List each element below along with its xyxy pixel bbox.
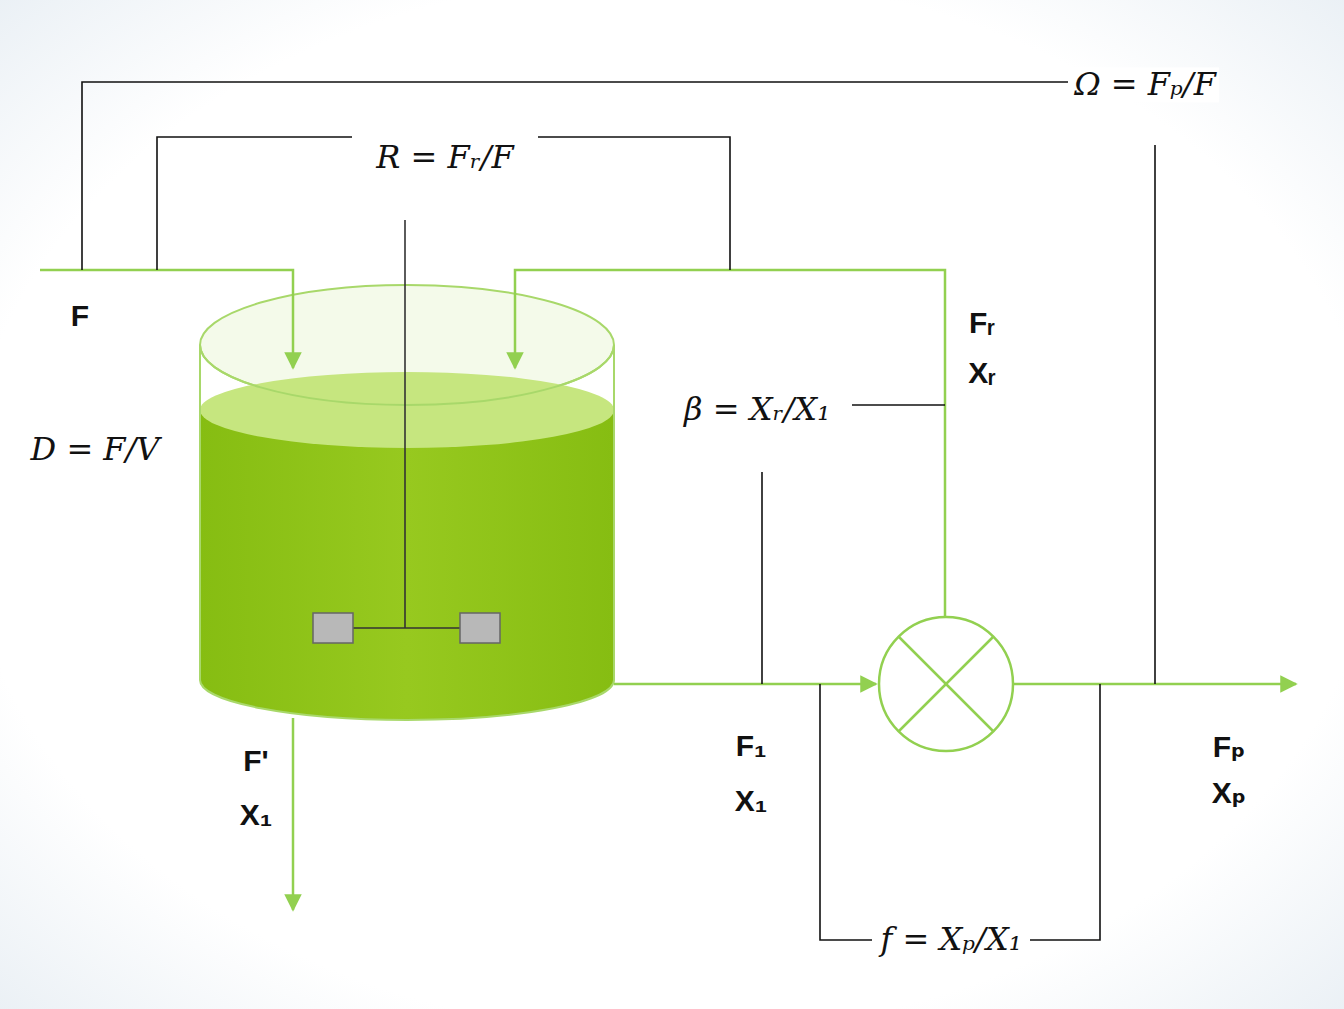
stream-label: Xᵣ [965, 356, 999, 389]
ratio-label: β = Xᵣ/X₁ [681, 392, 833, 427]
stream-label: Xₚ [1209, 776, 1249, 809]
stream-label: F' [240, 744, 271, 777]
ratio-label: Ω = Fₚ/F [1071, 67, 1219, 102]
stream-label: X₁ [237, 798, 275, 831]
ratio-label: D = F/V [28, 432, 163, 467]
stream-label: F [68, 299, 92, 332]
agitator [313, 220, 500, 643]
stream-label: X₁ [732, 784, 770, 817]
separator [879, 617, 1013, 751]
stream-label: Fₚ [1210, 730, 1249, 763]
stream-label: F₁ [733, 729, 770, 762]
flow-lines [40, 270, 1296, 910]
stream-label: Fᵣ [966, 306, 998, 339]
ratio-label: R = Fᵣ/F [373, 140, 517, 175]
ratio-label: f = Xₚ/X₁ [878, 922, 1025, 957]
tank [200, 285, 614, 720]
leader-lines [82, 82, 1155, 940]
